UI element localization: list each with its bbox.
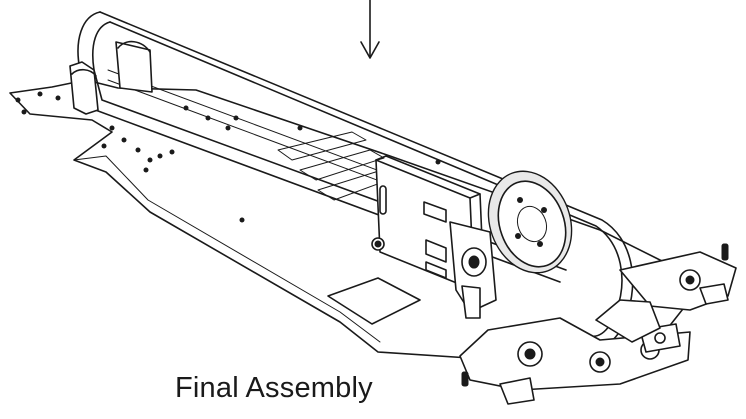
spur-gear <box>487 170 573 274</box>
rear-post-right <box>115 40 153 93</box>
down-arrow-icon <box>360 0 380 59</box>
pulley-assembly <box>449 221 497 319</box>
front-hub-assembly <box>459 317 691 405</box>
front-bumper <box>595 299 661 343</box>
rear-post-left <box>69 61 99 115</box>
figure-caption: Final Assembly <box>175 372 373 404</box>
chassis-cutout-large <box>327 277 421 325</box>
